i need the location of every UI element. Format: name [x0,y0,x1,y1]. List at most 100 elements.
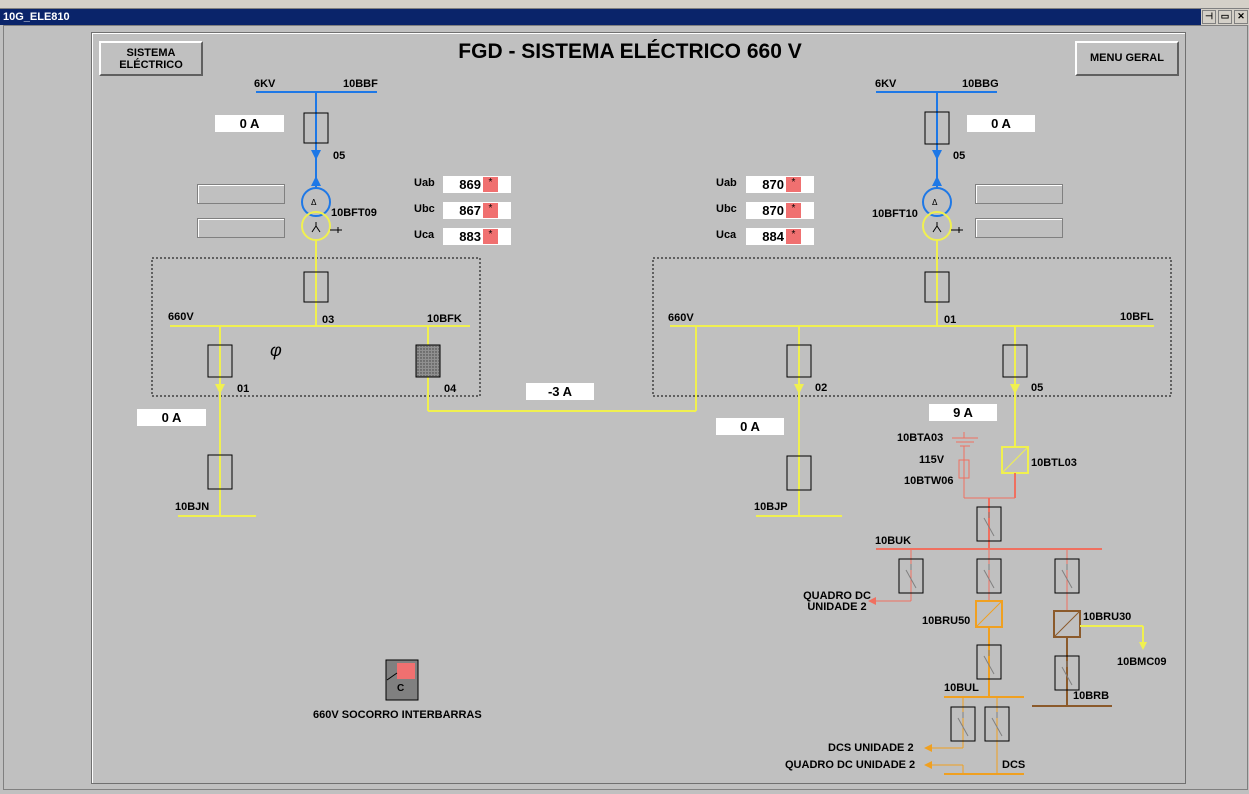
right-bus-voltage: 660V [668,312,694,324]
restore-icon[interactable]: ⊣ [1202,10,1216,24]
bul-label: 10BUL [944,682,979,694]
right-bus-name: 10BFL [1120,311,1154,323]
right-ubc-label: Ubc [716,203,737,215]
left-ubc-value: 867 [459,203,481,218]
right-status-box-2 [975,218,1063,238]
window-frame [3,25,1248,790]
breaker-left-tr[interactable] [303,271,329,303]
breaker-right-ups[interactable] [1002,344,1028,378]
switch-10bru30[interactable] [1054,558,1080,594]
switch-dcs-unidade[interactable] [950,706,976,742]
left-uab-alarm: * [483,177,498,192]
window-controls: ⊣ ▭ ✕ [1201,9,1249,25]
quadro-dc-unidade-label: QUADRO DC UNIDADE 2 [785,759,916,771]
right-status-box-1 [975,184,1063,204]
right-feeder-label: 10BJP [754,501,788,513]
left-ubc-alarm: * [483,203,498,218]
left-feeder-label: 10BJN [175,501,210,513]
sistema-electrico-button[interactable]: SISTEMA ELÉCTRICO [99,41,203,76]
charger-label: 10BTL03 [1031,457,1077,469]
coupling-mode: C [397,683,405,694]
left-current-in: 0 A [215,115,284,132]
right-current-out: 0 A [716,418,784,435]
dc-bus-label: 10BUK [875,535,912,547]
fuse-label: 10BTW06 [904,475,954,487]
left-uca-value: 883 [459,229,481,244]
breaker-left-feeder[interactable] [207,454,233,490]
dcs-unidade-label: DCS UNIDADE 2 [828,742,914,754]
right-uca-value: 884 [762,229,784,244]
right-current-ups: 9 A [929,404,997,421]
breaker-right-feeder[interactable] [786,455,812,491]
switch-10brb[interactable] [1054,655,1080,691]
converter1-label: 10BRU50 [922,615,971,627]
left-uab-label: Uab [414,177,435,189]
left-breaker-in-label: 05 [333,150,346,162]
window-title: 10G_ELE810 [3,11,70,23]
left-breaker-tie-label: 04 [444,383,457,395]
left-breaker-out-label: 01 [237,383,250,395]
dc-voltage-label: 115V [919,454,945,466]
left-uca-label: Uca [414,229,435,241]
right-breaker-ups-label: 05 [1031,382,1044,394]
breaker-left-out[interactable] [207,344,233,378]
left-incoming-bus: 10BBF [343,78,378,90]
close-icon[interactable]: ✕ [1234,10,1248,24]
right-uab-box: 870* [746,176,814,193]
menu-geral-button[interactable]: MENU GERAL [1075,41,1179,76]
left-uca-box: 883* [443,228,511,245]
converter2-label: 10BRU30 [1083,611,1132,623]
right-transformer-label: 10BFT10 [872,208,918,220]
right-ubc-box: 870* [746,202,814,219]
switch-10bul-in[interactable] [976,644,1002,680]
right-breaker-tr-label: 01 [944,314,957,326]
right-breaker-out-label: 02 [815,382,828,394]
left-uab-value: 869 [459,177,481,192]
sistema-label: SISTEMA [126,47,176,59]
breaker-right-tr[interactable] [924,271,950,303]
left-breaker-tr-label: 03 [322,314,335,326]
top-strip [0,0,1249,9]
right-uca-box: 884* [746,228,814,245]
left-bus-voltage: 660V [168,311,194,323]
left-lv-section [151,240,696,517]
quadro-dc-label: QUADRO DC UNIDADE 2 [803,591,871,613]
coupling-control[interactable] [385,659,419,701]
right-ubc-alarm: * [786,203,801,218]
right-uab-value: 870 [762,177,784,192]
switch-10buk-in[interactable] [976,506,1002,542]
switch-quadro-dc[interactable] [898,558,924,594]
left-status-box-2 [197,218,285,238]
switch-dcs[interactable] [984,706,1010,742]
right-current-in: 0 A [967,115,1035,132]
page-title: FGD - SISTEMA ELÉCTRICO 660 V [458,40,802,63]
right-uca-alarm: * [786,229,801,244]
right-uca-label: Uca [716,229,737,241]
right-breaker-in-label: 05 [953,150,966,162]
right-lv-section [652,240,1172,517]
left-current-out: 0 A [137,409,206,426]
dcs-label: DCS [1002,759,1026,771]
battery-label: 10BTA03 [897,432,944,444]
svg-text:Δ: Δ [311,198,317,207]
right-incoming-bus: 10BBG [962,78,999,90]
left-ubc-label: Ubc [414,203,435,215]
left-uab-box: 869* [443,176,511,193]
transformer-left-primary [301,187,331,217]
quadro-dc-line2: UNIDADE 2 [807,601,867,613]
maximize-icon[interactable]: ▭ [1218,10,1232,24]
transformer-right-primary [922,187,952,217]
switch-10bru50[interactable] [976,558,1002,594]
diagram-panel [91,32,1186,784]
breaker-right-out[interactable] [786,344,812,378]
svg-text:Δ: Δ [932,198,938,207]
breaker-left-in[interactable] [303,112,329,144]
brb-label: 10BRB [1073,690,1110,702]
left-transformer-label: 10BFT09 [331,207,377,219]
bmc-label: 10BMC09 [1117,656,1167,668]
breaker-right-in[interactable] [924,111,950,145]
left-incoming-voltage: 6KV [254,78,276,90]
left-ubc-box: 867* [443,202,511,219]
left-bus-name: 10BFK [427,313,462,325]
